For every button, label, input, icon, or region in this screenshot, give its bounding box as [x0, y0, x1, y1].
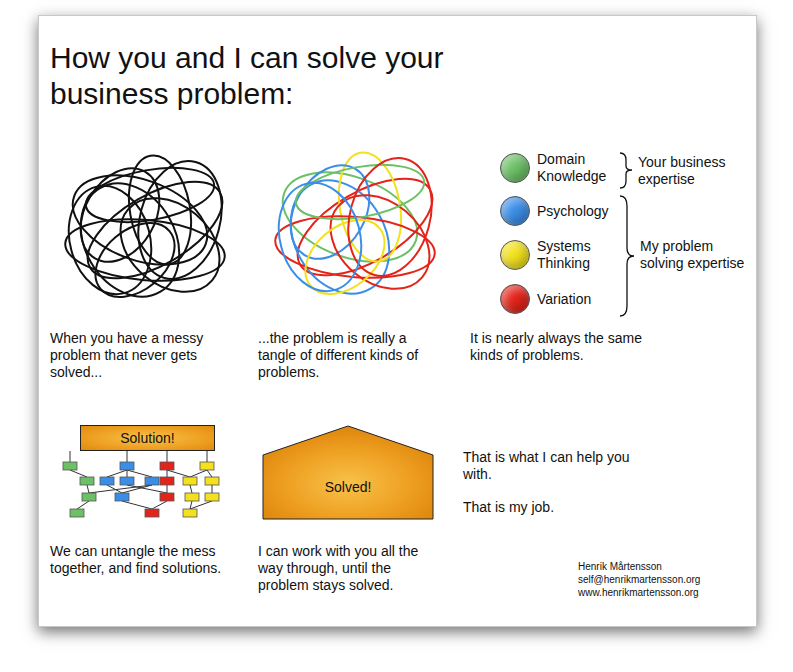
footer-text: www.henrikmartensson.org: [578, 587, 748, 599]
legend-text: Psychology: [537, 203, 617, 220]
brace: [620, 153, 634, 316]
node-text: Solved!: [325, 479, 372, 496]
node-text: Solution!: [120, 430, 174, 447]
caption-text: We can untangle the mess together, and f…: [50, 543, 235, 577]
house-shape: Solved!: [262, 425, 434, 520]
solution-box: Solution!: [80, 425, 215, 451]
house-outline: [262, 425, 434, 520]
legend-text: Domain Knowledge: [537, 151, 617, 185]
legend-swatch: [500, 153, 530, 183]
legend-text: Systems Thinking: [537, 238, 617, 272]
legend-text: Variation: [537, 291, 617, 308]
tree-lines: [70, 451, 212, 509]
caption-text: ...the problem is really a tangle of dif…: [258, 330, 443, 381]
legend-swatch: [500, 196, 530, 226]
bracket-label: Your business expertise: [638, 154, 750, 188]
bracket-label: My problem solving expertise: [640, 238, 752, 272]
legend-swatch: [500, 284, 530, 314]
footer-text: self@henrikmartensson.org: [578, 574, 748, 586]
caption-text: When you have a messy problem that never…: [50, 330, 235, 381]
tree-boxes: [63, 462, 219, 517]
colour-tangle: [267, 148, 448, 312]
caption-text: That is my job.: [463, 499, 633, 516]
caption-text: I can work with you all the way through,…: [258, 543, 443, 594]
footer-text: Henrik Mårtensson: [578, 561, 748, 573]
caption-text: That is what I can help you with.: [463, 449, 633, 483]
caption-text: It is nearly always the same kinds of pr…: [470, 330, 660, 364]
house-polygon: [263, 426, 433, 519]
legend-swatch: [500, 240, 530, 270]
title: How you and I can solve your business pr…: [50, 40, 480, 112]
black-tangle: [57, 151, 238, 315]
